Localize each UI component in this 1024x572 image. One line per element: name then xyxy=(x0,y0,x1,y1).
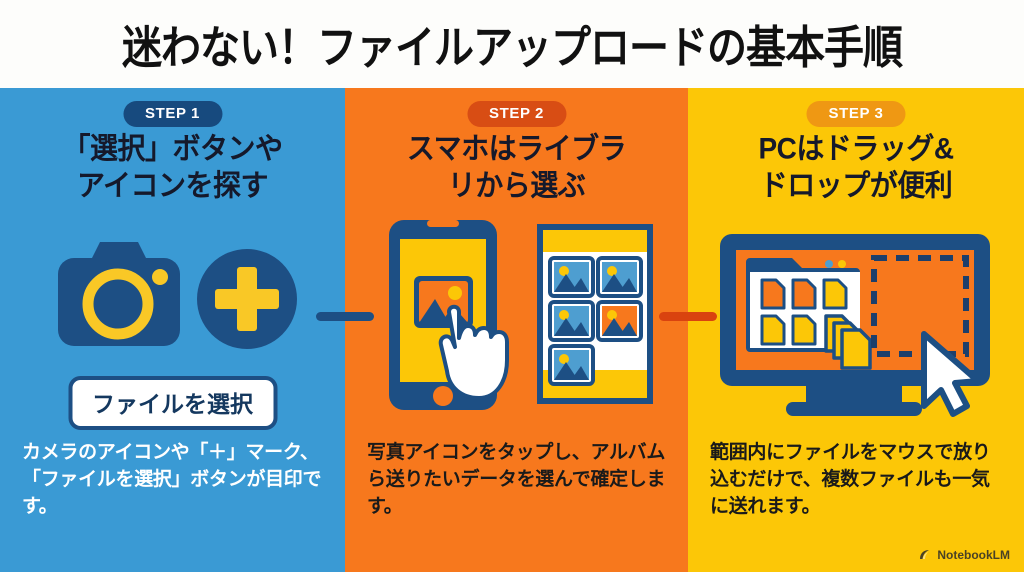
camera-icon xyxy=(58,242,180,346)
step-column-1: STEP 1 「選択」ボタンや アイコンを探す xyxy=(0,88,345,572)
step-illustration-3 xyxy=(688,228,1024,418)
step-heading-2-line1: スマホはライブラ xyxy=(406,132,627,165)
step-heading-1-line1: 「選択」ボタンや xyxy=(62,132,283,165)
step-heading-3: PCはドラッグ& ドロップが便利 xyxy=(688,130,1024,204)
photo-thumbnail-icon xyxy=(414,276,473,328)
step-illustration-1 xyxy=(0,236,345,356)
arrow-cursor-icon xyxy=(921,331,981,417)
pointing-hand-cursor-icon xyxy=(438,304,509,400)
gallery-thumb-5 xyxy=(548,344,595,386)
step-heading-1: 「選択」ボタンや アイコンを探す xyxy=(0,130,345,204)
page-title: 迷わない！ファイルアップロードの基本手順 xyxy=(122,23,903,74)
connector-step2-step3 xyxy=(659,312,717,321)
steps-container: STEP 1 「選択」ボタンや アイコンを探す xyxy=(0,88,1024,572)
photo-gallery-grid-icon xyxy=(537,224,653,404)
monitor-dragdrop-illustration xyxy=(720,234,990,417)
step-badge-3: STEP 3 xyxy=(806,101,906,127)
step-column-3: STEP 3 PCはドラッグ& ドロップが便利 xyxy=(688,88,1024,572)
step-heading-2-line2: リから選ぶ xyxy=(447,169,586,202)
file-icon-3 xyxy=(822,278,848,310)
step-heading-3-line1: PCはドラッグ& xyxy=(758,132,954,165)
step-heading-3-line2: ドロップが便利 xyxy=(759,169,953,202)
gallery-thumb-2 xyxy=(596,256,643,298)
step-column-2: STEP 2 スマホはライブラ リから選ぶ xyxy=(345,88,688,572)
step-heading-1-line2: アイコンを探す xyxy=(76,169,269,202)
connector-step1-step2 xyxy=(316,312,374,321)
header-bar: 迷わない！ファイルアップロードの基本手順 xyxy=(0,0,1024,88)
dragged-files-icon xyxy=(824,314,872,370)
step-badge-1: STEP 1 xyxy=(122,101,223,127)
step-body-text-3: 範囲内にファイルをマウスで放り込むだけで、複数ファイルも一気に送れます。 xyxy=(710,442,991,517)
file-icon-1 xyxy=(760,278,786,310)
notebooklm-watermark: NotebookLM xyxy=(918,548,1010,562)
file-icon-5 xyxy=(791,314,817,346)
camera-and-plus-illustration xyxy=(58,242,297,349)
dashed-dropzone-icon xyxy=(871,255,969,357)
notebooklm-logo-icon xyxy=(920,550,930,559)
step-body-text-2: 写真アイコンをタップし、アルバムら送りたいデータを選んで確定します。 xyxy=(367,442,666,517)
notebooklm-watermark-label: NotebookLM xyxy=(937,548,1010,562)
step-body-text-1: カメラのアイコンや「＋」マーク、「ファイルを選択」ボタンが目印です。 xyxy=(22,442,322,517)
step-badge-2: STEP 2 xyxy=(466,101,567,127)
file-icon-2 xyxy=(791,278,817,310)
gallery-thumb-4-selected xyxy=(596,300,643,342)
gallery-thumb-3 xyxy=(548,300,595,342)
phone-and-gallery-illustration xyxy=(389,220,653,410)
file-select-button[interactable]: ファイルを選択 xyxy=(68,376,277,430)
plus-circle-icon xyxy=(197,249,297,349)
step-heading-2: スマホはライブラ リから選ぶ xyxy=(345,130,688,204)
file-icon-4 xyxy=(760,314,786,346)
gallery-thumb-1 xyxy=(548,256,595,298)
step-illustration-2 xyxy=(345,216,688,416)
